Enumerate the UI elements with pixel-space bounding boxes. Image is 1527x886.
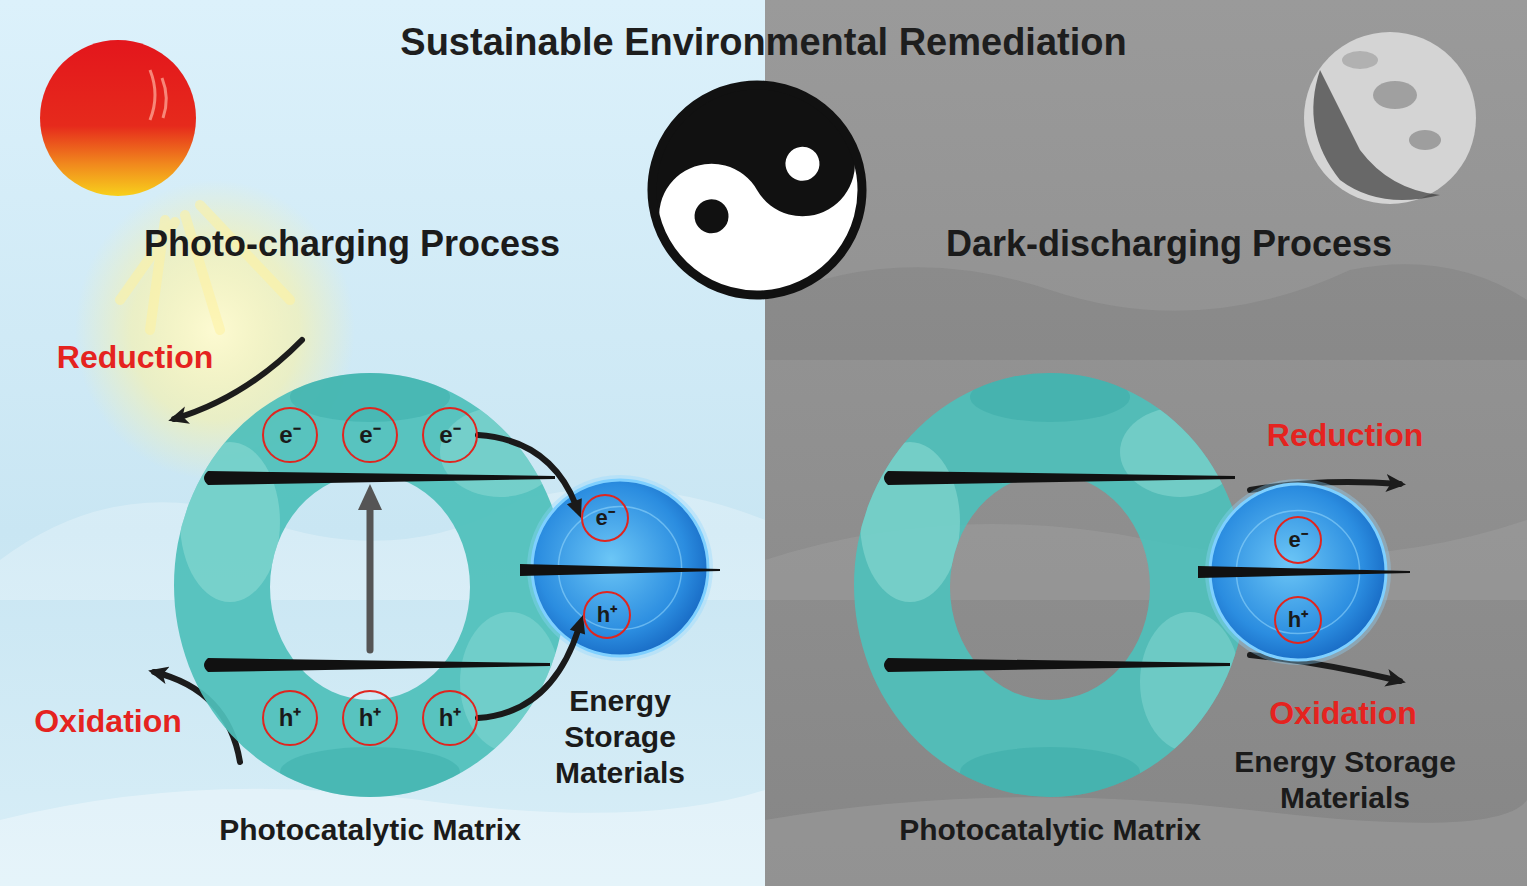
caption-block: Photocatalytic Matrix <box>170 812 570 848</box>
sphere-glow <box>1205 479 1391 665</box>
sphere-glow <box>527 475 713 661</box>
band-edge <box>884 658 1230 672</box>
transfer-arrow <box>478 435 582 518</box>
charge-circle: h⁺ <box>262 690 318 746</box>
label-block: Photo-charging Process <box>92 222 612 265</box>
label-block: Reduction <box>1245 416 1445 454</box>
charge-symbol: h⁺ <box>439 706 462 730</box>
mountain-wash <box>765 797 1527 886</box>
component-label: Photocatalytic Matrix <box>170 812 570 848</box>
sun <box>40 40 196 196</box>
band-edge <box>884 471 1235 485</box>
transfer-line <box>478 628 579 718</box>
charge-symbol: e⁻ <box>595 507 614 529</box>
charge-symbol: h⁺ <box>597 604 617 626</box>
matrix-ring <box>850 372 1250 857</box>
reaction-label: Reduction <box>1245 416 1445 454</box>
reaction-label: Oxidation <box>1243 694 1443 732</box>
diagram-title: Sustainable Environmental Remediation <box>0 20 1527 66</box>
ring-body <box>854 373 1246 797</box>
component-label: Energy Storage Materials <box>1205 744 1485 816</box>
mountain-wash <box>765 264 1527 360</box>
mountain-wash <box>0 489 765 600</box>
charge-circle: e⁻ <box>342 407 398 463</box>
transfer-line <box>478 435 576 505</box>
band-edge <box>520 564 720 576</box>
excitation-arrow <box>367 506 374 650</box>
reaction-label: Reduction <box>25 338 245 376</box>
ring-patch <box>1140 612 1240 752</box>
charge-symbol: e⁻ <box>439 423 460 447</box>
ring-patch <box>440 407 560 497</box>
caption-block: Energy Storage Materials <box>530 683 710 791</box>
process-heading: Photo-charging Process <box>92 222 612 265</box>
ring-patch <box>290 372 450 422</box>
charge-symbol: e⁻ <box>359 423 380 447</box>
ring-patch <box>460 612 560 752</box>
label-block: Oxidation <box>1243 694 1443 732</box>
caption-block: Photocatalytic Matrix <box>850 812 1250 848</box>
ring-patch <box>960 747 1140 797</box>
ring-patch <box>180 442 280 602</box>
yin-yang-symbol <box>614 47 901 334</box>
reaction-arrows <box>154 340 1400 762</box>
label-block: Reduction <box>25 338 245 376</box>
ring-patch <box>1120 407 1240 497</box>
excitation-arrowhead <box>358 484 382 510</box>
charge-circle: e⁻ <box>1274 516 1322 564</box>
charge-symbol: e⁻ <box>279 423 300 447</box>
band-edge <box>1198 566 1410 578</box>
charge-symbol: h⁺ <box>279 706 302 730</box>
charge-circle: h⁺ <box>342 690 398 746</box>
arrowhead <box>567 498 582 518</box>
ring-patch <box>280 747 460 797</box>
charge-circle: h⁺ <box>583 591 631 639</box>
day-panel <box>0 0 765 886</box>
sphere-ring <box>558 506 681 629</box>
photocatalytic-matrix: Photocatalytic Matrix e⁻ e⁻ e⁻ h⁺ h⁺ h⁺ <box>170 372 570 857</box>
sphere-ring <box>1236 510 1359 633</box>
charge-circle: h⁺ <box>1274 596 1322 644</box>
ring-body <box>174 373 566 797</box>
component-label: Photocatalytic Matrix <box>850 812 1250 848</box>
component-label: Energy Storage Materials <box>530 683 710 791</box>
label-block: Oxidation <box>8 702 208 740</box>
energy-storage-material: Energy Storage Materials e⁻ h⁺ <box>530 478 710 793</box>
label-block: Dark-discharging Process <box>899 222 1439 265</box>
night-panel <box>765 0 1527 886</box>
sphere-body <box>1210 484 1386 660</box>
moon <box>1304 32 1476 204</box>
ring-texture <box>860 372 1240 797</box>
charge-symbol: h⁺ <box>359 706 382 730</box>
ring-patch <box>860 442 960 602</box>
transfer-arrow <box>478 615 585 718</box>
charge-circle: e⁻ <box>581 494 629 542</box>
reaction-label: Oxidation <box>8 702 208 740</box>
charge-circle: e⁻ <box>262 407 318 463</box>
mountain-wash <box>0 789 765 886</box>
charge-symbol: h⁺ <box>1288 609 1308 631</box>
sun-brush <box>150 70 166 120</box>
charge-circle: e⁻ <box>422 407 478 463</box>
caption-block: Energy Storage Materials <box>1205 744 1485 816</box>
ring-texture <box>180 372 560 797</box>
sphere-body <box>532 480 708 656</box>
title-block: Sustainable Environmental Remediation <box>0 20 1527 66</box>
photocatalytic-matrix: Photocatalytic Matrix <box>850 372 1250 857</box>
ring-patch <box>970 372 1130 422</box>
band-edge <box>204 658 550 672</box>
band-edge <box>204 471 555 485</box>
charge-symbol: e⁻ <box>1288 529 1307 551</box>
energy-storage-material: Energy Storage Materials e⁻ h⁺ <box>1205 482 1485 822</box>
charge-circle: h⁺ <box>422 690 478 746</box>
mountain-wash <box>765 520 1527 600</box>
process-heading: Dark-discharging Process <box>899 222 1439 265</box>
